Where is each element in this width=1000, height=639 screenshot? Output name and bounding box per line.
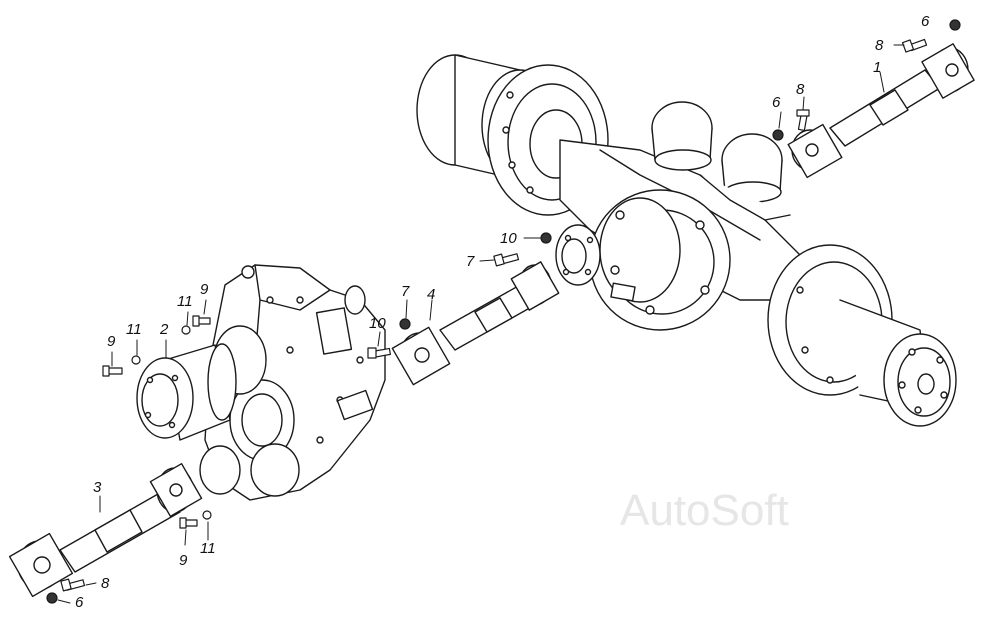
bolt-9-left [102,365,123,377]
callout-8-mid: 8 [796,81,805,98]
rear-axle-input-flange [555,224,601,286]
callout-6-mid: 6 [772,94,781,111]
propeller-shaft-4 [391,261,560,386]
bolt-7-upper [493,253,520,267]
washer-11-top [181,325,191,335]
callout-6-top: 6 [921,13,930,30]
bolt-8-mid [796,109,810,131]
bolt-10-lower [367,347,391,359]
callout-4: 4 [427,286,436,303]
callout-9-top: 9 [200,281,209,298]
callout-11-top: 11 [177,293,193,310]
right-wheel-hub [767,244,957,427]
callout-11-left: 11 [126,321,142,338]
callout-1: 1 [873,59,882,76]
washer-11-left [131,355,141,365]
callout-7-upper: 7 [466,253,475,270]
nut-6-mid [772,129,784,141]
brake-chambers [651,101,791,221]
differential-carrier [589,189,731,331]
callout-10-upper: 10 [500,230,517,247]
callout-3: 3 [93,479,102,496]
nut-10-upper [540,232,552,244]
bolt-9-top [192,315,211,327]
callout-2: 2 [160,321,169,338]
callout-11-bottom: 11 [200,540,216,557]
callout-6-bottom: 6 [75,594,84,611]
callout-8-bottom: 8 [101,575,110,592]
watermark-text: AutoSoft [620,486,789,535]
propeller-shaft-3 [8,462,203,598]
callout-10-lower: 10 [369,315,386,332]
washer-11-bottom [202,510,212,520]
bolt-8-top [901,38,928,53]
propeller-shaft-1 [787,43,975,179]
parking-brake-drum [136,343,237,441]
callout-8-top: 8 [875,37,884,54]
bolt-9-bottom [179,517,198,529]
nut-7-lower [399,318,411,330]
fasteners [46,19,961,604]
nut-6-top [949,19,961,31]
rear-axle-assembly [416,54,957,427]
transfer-case [136,264,386,501]
bolt-8-bottom [60,578,86,592]
callout-9-left: 9 [107,333,116,350]
callout-7-lower: 7 [401,283,410,300]
nut-6-bottom [46,592,58,604]
callout-9-bottom: 9 [179,552,188,569]
leader-lines [57,19,956,604]
